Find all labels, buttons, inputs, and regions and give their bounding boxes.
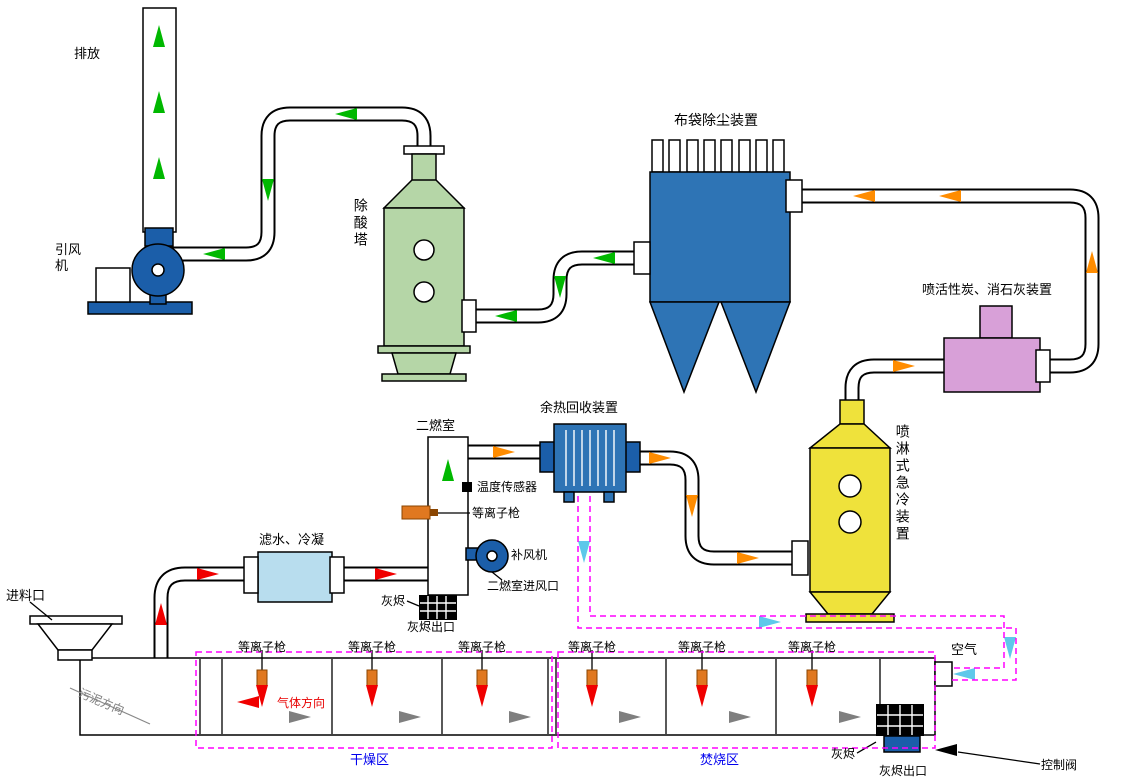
label-plasma-gun-5: 等离子枪 bbox=[678, 640, 727, 654]
air-inlet-port bbox=[934, 661, 953, 687]
label-drying-zone: 干燥区 bbox=[350, 752, 390, 767]
label-waste-heat-recovery: 余热回收装置 bbox=[540, 400, 619, 415]
label-plasma-gun-scc: 等离子枪 bbox=[472, 506, 521, 520]
incineration-zone-boundary bbox=[557, 651, 936, 749]
kiln-plasma-guns bbox=[256, 650, 818, 687]
induced-draft-fan bbox=[87, 227, 193, 315]
bag-dust-collector bbox=[648, 139, 792, 395]
label-secondary-combustion-chamber: 二燃室 bbox=[416, 418, 456, 433]
label-plasma-gun-4: 等离子枪 bbox=[568, 640, 617, 654]
temperature-sensor-probe bbox=[462, 482, 472, 492]
label-spray-quench-tower: 喷淋式急冷装置 bbox=[894, 424, 911, 543]
acid-removal-tower bbox=[377, 145, 471, 382]
label-plasma-gun-2: 等离子枪 bbox=[348, 640, 397, 654]
label-stack-emission: 排放 bbox=[74, 46, 101, 61]
control-valve bbox=[883, 735, 921, 753]
rotary-kiln bbox=[79, 657, 936, 736]
label-incineration-zone: 焚烧区 bbox=[700, 752, 740, 767]
label-ash-outlet-kiln: 灰烬出口 bbox=[879, 764, 928, 778]
sludge-direction-leader bbox=[69, 687, 151, 725]
waste-heat-recovery-unit bbox=[539, 423, 641, 503]
label-temperature-sensor: 温度传感器 bbox=[477, 480, 538, 494]
ash-box-scc bbox=[406, 595, 457, 620]
label-acid-removal-tower: 除酸塔 bbox=[352, 198, 369, 249]
label-ash-kiln: 灰烬 bbox=[831, 747, 856, 761]
label-plasma-gun-1: 等离子枪 bbox=[238, 640, 287, 654]
label-scc-air-inlet: 二燃室进风口 bbox=[487, 579, 560, 593]
label-control-valve: 控制阀 bbox=[1041, 758, 1078, 772]
water-filter-condenser bbox=[243, 551, 345, 603]
pipe-flanges bbox=[461, 179, 1051, 576]
label-plasma-gun-3: 等离子枪 bbox=[458, 640, 507, 654]
label-makeup-fan: 补风机 bbox=[511, 548, 548, 562]
ash-box-kiln bbox=[856, 704, 1041, 765]
label-gas-direction: 气体方向 bbox=[277, 696, 326, 710]
spray-quench-tower bbox=[805, 399, 895, 623]
feed-hopper bbox=[29, 601, 123, 661]
makeup-fan bbox=[465, 539, 509, 581]
label-plasma-gun-6: 等离子枪 bbox=[788, 640, 837, 654]
hot-air-duct-dashed bbox=[577, 496, 1017, 681]
label-induced-draft-fan: 引风机 bbox=[55, 242, 82, 273]
plasma-gun-scc bbox=[401, 505, 431, 520]
label-ash-scc: 灰烬 bbox=[381, 594, 406, 608]
label-air: 空气 bbox=[951, 642, 978, 657]
label-bag-dust-collector: 布袋除尘装置 bbox=[674, 112, 758, 128]
label-water-filter-condenser: 滤水、冷凝 bbox=[259, 532, 325, 547]
drying-zone-boundary bbox=[195, 651, 553, 749]
label-ash-outlet-scc: 灰烬出口 bbox=[407, 620, 456, 634]
label-carbon-lime-injection: 喷活性炭、消石灰装置 bbox=[922, 282, 1053, 297]
carbon-lime-injection-device bbox=[943, 305, 1041, 393]
label-feed-inlet: 进料口 bbox=[6, 588, 46, 603]
